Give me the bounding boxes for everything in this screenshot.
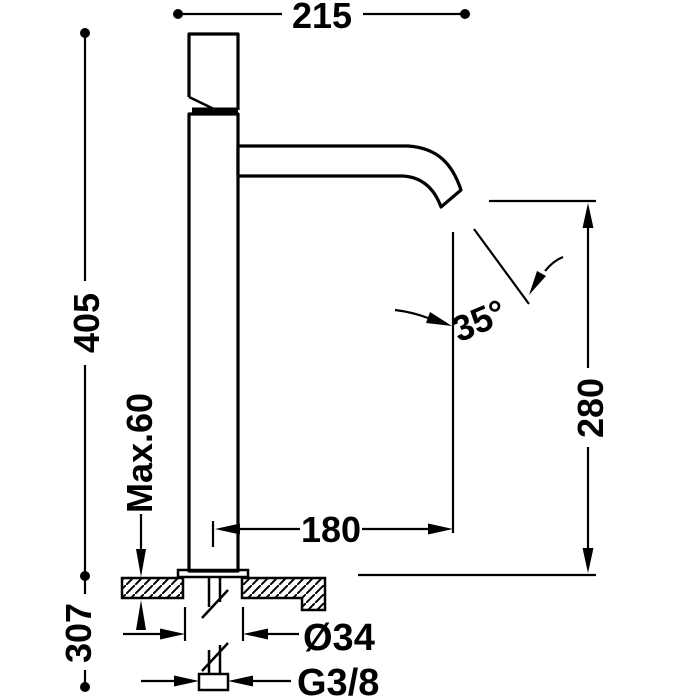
dim-outlet-height: 280 <box>358 199 611 577</box>
arrowhead-right <box>174 675 199 687</box>
arrowhead-left <box>228 675 253 687</box>
dim-g38-label: G3/8 <box>297 662 379 700</box>
arrowhead-arc-right <box>529 271 546 295</box>
dim-max60-label: Max.60 <box>119 393 160 513</box>
dim-max-deck-thickness: Max.60 <box>119 393 160 630</box>
angle-arc-right <box>544 255 564 272</box>
angle-arc-left <box>394 308 429 320</box>
dim-hole-diameter: Ø34 <box>123 607 375 659</box>
dim-dot <box>460 9 470 19</box>
faucet-handle-section <box>187 32 240 110</box>
arrowhead-up <box>582 203 594 228</box>
dim-dot <box>80 682 90 692</box>
arrowhead-right <box>428 523 453 535</box>
dim-outlet-angle: 35° <box>394 228 564 533</box>
arrowhead-left <box>243 628 268 640</box>
dim-180-label: 180 <box>301 509 361 550</box>
arrowhead-up <box>136 600 146 630</box>
arrowhead-right <box>160 628 185 640</box>
faucet-spout <box>236 144 463 209</box>
dim-o34-label: Ø34 <box>303 617 375 659</box>
dim-35deg-label: 35° <box>446 291 512 350</box>
counter-left-block <box>120 576 185 600</box>
dim-spout-reach: 180 <box>211 509 453 550</box>
arrowhead-down <box>136 549 146 577</box>
angle-reference-diagonal <box>473 228 530 305</box>
arrowhead-down <box>582 548 594 573</box>
arrowhead-left <box>215 523 240 535</box>
dim-280-label: 280 <box>570 378 611 438</box>
dim-307-label: 307 <box>58 603 99 663</box>
break-slash-lower <box>201 642 229 672</box>
arrowhead-arc-left <box>426 312 452 326</box>
dim-dot <box>80 571 90 581</box>
dim-215-label: 215 <box>292 0 352 36</box>
break-slash-upper <box>201 589 229 619</box>
faucet-tailpiece <box>197 577 230 692</box>
counter-section <box>120 576 327 612</box>
dim-dot <box>173 9 183 19</box>
faucet-body <box>187 112 240 573</box>
dim-height-below-deck: 307 <box>58 603 99 692</box>
dim-total-projection: 215 <box>173 0 470 36</box>
faucet-base-flange <box>176 568 250 579</box>
dim-height-above-deck: 405 <box>66 28 107 594</box>
faucet-outline <box>176 32 463 692</box>
counter-right-block <box>240 576 327 612</box>
dim-405-label: 405 <box>66 293 107 353</box>
dim-supply-thread: G3/8 <box>141 662 379 700</box>
supply-connector <box>197 672 230 692</box>
dim-dot <box>80 28 90 38</box>
